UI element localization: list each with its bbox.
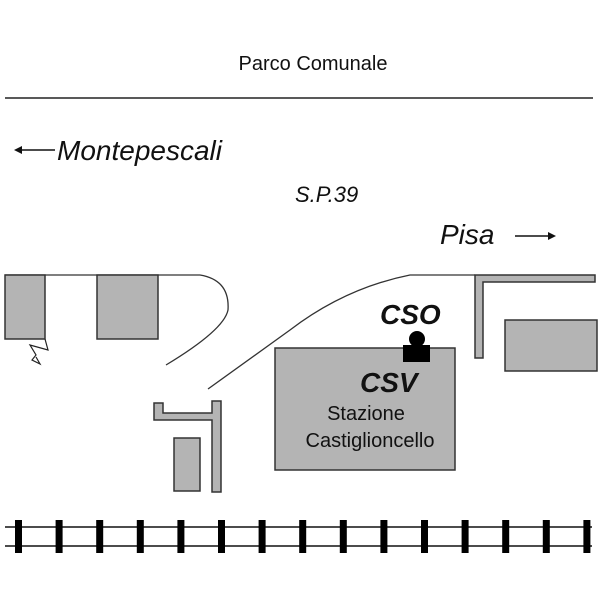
station-name-line1: Stazione (327, 403, 405, 425)
rail-sleeper (299, 520, 307, 553)
rail-sleeper (55, 520, 63, 553)
rail-sleeper (380, 520, 388, 553)
building-west-1 (4, 274, 46, 340)
rail-sleeper (421, 520, 428, 553)
small-structure (153, 400, 222, 493)
rail-sleeper (177, 520, 185, 553)
station-building (274, 347, 456, 471)
rail-sleeper (96, 520, 104, 553)
building-west-2 (96, 274, 159, 340)
road-edge-north (5, 274, 229, 366)
rail-sleeper (258, 520, 266, 553)
rail-sleeper (583, 520, 591, 553)
pisa-label: Pisa (440, 219, 494, 250)
wall-east (474, 274, 596, 359)
lightning-icon (28, 338, 49, 366)
rail-sleeper (339, 520, 347, 553)
road-edge-south (207, 274, 475, 390)
rail-sleeper (136, 520, 144, 553)
station-name-line2: Castiglioncello (306, 430, 435, 452)
montepescali-label: Montepescali (57, 135, 223, 166)
rail-sleeper (218, 520, 225, 553)
rail-sleeper (502, 520, 510, 553)
rail-sleeper (15, 520, 22, 553)
railway-track (5, 520, 592, 553)
building-small (173, 437, 201, 492)
east-arrow-icon (515, 232, 556, 240)
park-label: Parco Comunale (239, 53, 388, 75)
csv-label: CSV (360, 367, 420, 398)
rail-sleeper (461, 520, 469, 553)
rail-sleeper (542, 520, 550, 553)
road-label: S.P.39 (295, 182, 358, 207)
building-east (504, 319, 598, 372)
west-arrow-icon (14, 146, 55, 154)
cso-label: CSO (380, 299, 441, 330)
sensor-icon (403, 331, 430, 362)
